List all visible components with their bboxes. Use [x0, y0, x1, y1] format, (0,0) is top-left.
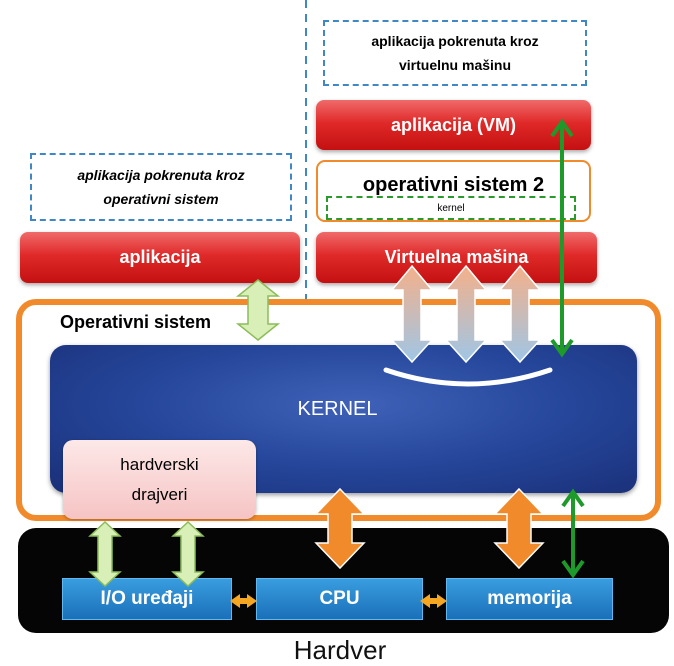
- io-label: I/O uređaji: [100, 588, 194, 609]
- app-label: aplikacija: [119, 247, 201, 267]
- memory-label: memorija: [487, 588, 572, 609]
- h-arrow-io-cpu: [230, 594, 257, 608]
- kernel-arc: [383, 367, 553, 387]
- green-arrow2-top-head: [561, 488, 585, 508]
- app-box: aplikacija: [20, 232, 300, 283]
- green-arrow-top-head: [550, 118, 574, 138]
- note-os-text: aplikacija pokrenuta kroz operativni sis…: [77, 167, 245, 207]
- note-os: aplikacija pokrenuta kroz operativni sis…: [30, 153, 292, 221]
- light-green-arrow-io-1: [88, 520, 122, 588]
- vm-box: Virtuelna mašina: [316, 232, 597, 283]
- cpu-box: CPU: [256, 578, 423, 620]
- app-vm-label: aplikacija (VM): [390, 114, 517, 135]
- vm-arrow-3: [498, 264, 542, 364]
- orange-arrow-memory: [493, 487, 545, 570]
- hardware-label: Hardver: [293, 634, 387, 665]
- drivers-label: hardverski drajveri: [120, 454, 199, 504]
- light-green-arrow-app: [235, 279, 281, 341]
- os2-box: operativni sistem 2 kernel: [316, 160, 591, 222]
- note-vm: aplikacija pokrenuta kroz virtuelnu maši…: [323, 20, 587, 86]
- os2-label: operativni sistem 2: [362, 173, 545, 196]
- memory-box: memorija: [446, 578, 613, 620]
- light-green-arrow-io-2: [171, 520, 205, 588]
- app-vm-box: aplikacija (VM): [316, 100, 591, 150]
- orange-arrow-cpu: [314, 487, 366, 570]
- note-vm-text: aplikacija pokrenuta kroz virtuelnu maši…: [371, 33, 539, 73]
- io-box: I/O uređaji: [62, 578, 232, 620]
- kernel-small-box: kernel: [326, 196, 576, 220]
- h-arrow-cpu-memory: [420, 594, 447, 608]
- os-label: Operativni sistem: [60, 312, 212, 332]
- kernel-label: KERNEL: [297, 397, 378, 420]
- kernel-small-label: kernel: [437, 202, 465, 214]
- vm-label: Virtuelna mašina: [384, 247, 529, 267]
- vm-arrow-2: [444, 264, 488, 364]
- drivers-box: hardverski drajveri: [63, 440, 256, 519]
- cpu-label: CPU: [319, 588, 360, 609]
- vm-arrow-1: [390, 264, 434, 364]
- green-arrow-bottom-head: [550, 338, 574, 358]
- green-arrow2-bottom-head: [561, 559, 585, 579]
